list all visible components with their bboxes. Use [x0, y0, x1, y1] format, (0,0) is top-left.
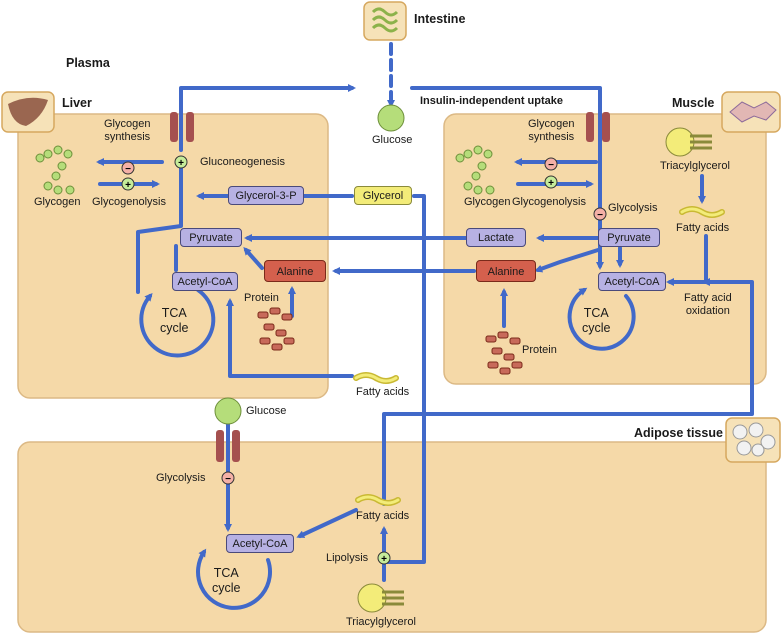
adipose-tca-cycle — [196, 548, 272, 610]
svg-text:−: − — [125, 164, 131, 175]
adipose-glucose-label: Glucose — [246, 405, 287, 417]
plasma-glucose-dot — [377, 104, 405, 132]
muscle-icon — [721, 91, 781, 133]
muscle-header: Muscle — [672, 96, 715, 110]
muscle-glycogen-synthesis-label: Glycogen synthesis — [528, 118, 575, 143]
svg-text:−: − — [225, 474, 231, 485]
fatty-acids-to-liver-arrow — [226, 298, 354, 378]
muscle-glycogen-icon — [455, 145, 495, 195]
liver-glycogen-icon — [35, 145, 75, 195]
intestine-header: Intestine — [414, 12, 466, 26]
liver-protein-label: Protein — [244, 292, 279, 304]
adipose-header: Adipose tissue — [634, 426, 723, 440]
liver-protein-icon — [257, 307, 295, 351]
muscle-glycolysis-label: Glycolysis — [608, 202, 658, 214]
regulation-signs: + − + − + − − + — [121, 155, 607, 565]
muscle-glycogenolysis-label: Glycogenolysis — [512, 196, 586, 208]
liver-header: Liver — [62, 96, 92, 110]
muscle-protein-icon — [485, 331, 523, 375]
muscle-tag-icon — [665, 127, 712, 157]
liver-glucose-release-arrow — [179, 84, 356, 152]
adipose-fatty-acids-label: Fatty acids — [356, 510, 410, 522]
intestine-icon — [363, 1, 407, 41]
adipose-icon — [725, 417, 781, 463]
muscle-protein-label: Protein — [522, 344, 557, 356]
svg-text:+: + — [548, 178, 554, 189]
adipose-fa-to-acetylcoa-arrow — [296, 508, 358, 538]
liver-glycogenolysis-label: Glycogenolysis — [92, 196, 166, 208]
glycerol-3-p-box: Glycerol-3-P — [228, 186, 304, 205]
plasma-fatty-acids-label: Fatty acids — [356, 386, 410, 398]
adipose-tag-icon — [357, 583, 404, 613]
liver-icon — [1, 91, 55, 133]
adipose-glucose-dot — [214, 397, 242, 425]
svg-text:−: − — [597, 210, 603, 221]
svg-text:−: − — [548, 160, 554, 171]
adipose-glycolysis-label: Glycolysis — [156, 472, 206, 484]
muscle-acetyl-coa-box: Acetyl-CoA — [598, 272, 666, 291]
svg-text:+: + — [381, 554, 387, 565]
glycerol-box: Glycerol — [354, 186, 412, 205]
liver-glycogen-label: Glycogen — [34, 196, 81, 208]
lipolysis-label: Lipolysis — [326, 552, 369, 564]
adipose-panel — [17, 441, 767, 633]
liver-tca-label: TCA cycle — [160, 306, 189, 335]
muscle-tca-cycle — [567, 287, 636, 351]
adipose-triacylglycerol-label: Triacylglycerol — [346, 616, 416, 628]
adipose-acetyl-coa-box: Acetyl-CoA — [226, 534, 294, 553]
liver-acetyl-coa-box: Acetyl-CoA — [172, 272, 238, 291]
gluconeogenesis-arrow — [136, 158, 183, 294]
glycerol-from-lipolysis-line — [386, 194, 426, 564]
plasma-glucose-label: Glucose — [372, 134, 413, 146]
muscle-tca-label: TCA cycle — [582, 306, 611, 335]
liver-glycogen-synthesis-label: Glycogen synthesis — [104, 118, 151, 143]
liver-pyruvate-box: Pyruvate — [180, 228, 242, 247]
muscle-triacylglycerol-label: Triacylglycerol — [660, 160, 730, 172]
svg-text:+: + — [125, 180, 131, 191]
alanine-to-pyruvate-arrow — [243, 247, 264, 270]
muscle-glycogen-label: Glycogen — [464, 196, 511, 208]
lactate-box: Lactate — [466, 228, 526, 247]
muscle-alanine-box: Alanine — [476, 260, 536, 282]
muscle-glucose-uptake-arrow — [410, 86, 604, 270]
insulin-independent-uptake-label: Insulin-independent uptake — [420, 95, 564, 107]
gluconeogenesis-label: Gluconeogenesis — [200, 156, 286, 168]
plasma-header: Plasma — [66, 56, 110, 70]
muscle-fatty-acids-label: Fatty acids — [676, 222, 730, 234]
liver-tca-cycle — [139, 288, 216, 358]
svg-text:+: + — [178, 158, 184, 169]
fatty-acid-oxidation-label: Fatty acid oxidation — [684, 292, 732, 317]
adipose-fa-to-muscle-arrow — [382, 278, 754, 506]
muscle-pyruvate-box: Pyruvate — [598, 228, 660, 247]
liver-alanine-box: Alanine — [264, 260, 326, 282]
adipose-tca-label: TCA cycle — [212, 566, 241, 595]
pyruvate-to-alanine-arrow — [534, 248, 600, 273]
transporters — [170, 112, 610, 462]
